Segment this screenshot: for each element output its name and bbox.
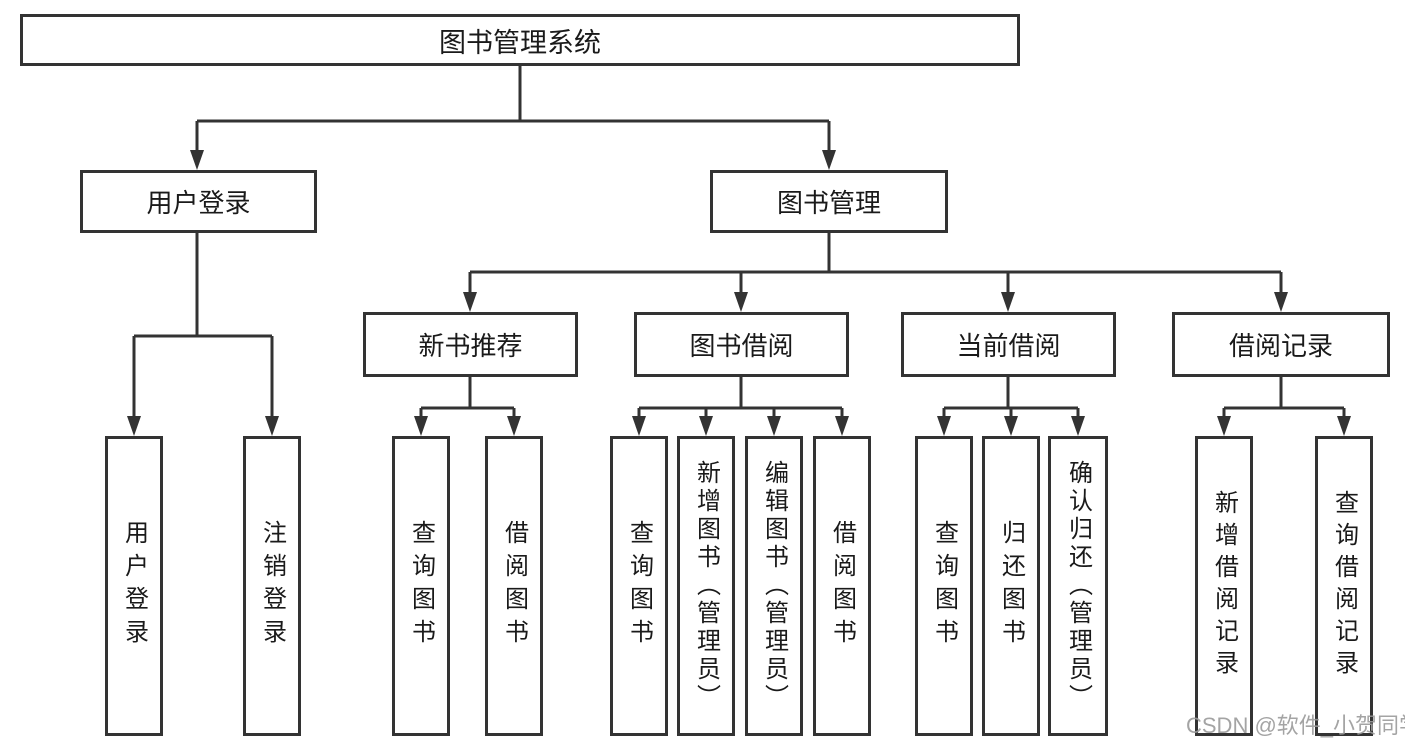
leaf-query-books-borrow: 查询图书	[610, 436, 668, 736]
node-label: 新书推荐	[418, 331, 523, 361]
leaf-label: 查询图书	[407, 520, 435, 652]
leaf-label: 新增图书（管理员）	[692, 460, 720, 712]
leaf-query-borrow-record: 查询借阅记录	[1315, 436, 1373, 736]
node-label: 借阅记录	[1228, 331, 1333, 361]
leaf-borrow-books: 借阅图书	[813, 436, 871, 736]
node-label: 用户登录	[146, 188, 251, 218]
leaf-query-books-current: 查询图书	[915, 436, 973, 736]
node-book-borrow: 图书借阅	[634, 312, 849, 377]
leaf-add-borrow-record: 新增借阅记录	[1195, 436, 1253, 736]
leaf-label: 新增借阅记录	[1210, 490, 1238, 682]
node-book-management: 图书管理	[710, 170, 948, 233]
leaf-borrow-books-recommend: 借阅图书	[485, 436, 543, 736]
arrowheads	[127, 150, 1351, 436]
node-label: 当前借阅	[956, 331, 1061, 361]
leaf-return-book: 归还图书	[982, 436, 1040, 736]
node-borrow-records: 借阅记录	[1172, 312, 1390, 377]
leaf-label: 确认归还（管理员）	[1064, 460, 1092, 712]
leaf-label: 查询图书	[930, 520, 958, 652]
leaf-query-books-recommend: 查询图书	[392, 436, 450, 736]
leaf-edit-book-admin: 编辑图书（管理员）	[745, 436, 803, 736]
leaf-logout: 注销登录	[243, 436, 301, 736]
node-label: 图书管理	[776, 188, 881, 218]
node-current-borrow: 当前借阅	[901, 312, 1116, 377]
leaf-label: 查询图书	[625, 520, 653, 652]
leaf-label: 归还图书	[997, 520, 1025, 652]
node-label: 图书借阅	[689, 331, 794, 361]
leaf-label: 借阅图书	[500, 520, 528, 652]
leaf-confirm-return-admin: 确认归还（管理员）	[1048, 436, 1108, 736]
leaf-label: 借阅图书	[828, 520, 856, 652]
leaf-add-book-admin: 新增图书（管理员）	[677, 436, 735, 736]
leaf-user-login: 用户登录	[105, 436, 163, 736]
leaf-label: 查询借阅记录	[1330, 490, 1358, 682]
node-user-login: 用户登录	[80, 170, 317, 233]
node-library-management-system: 图书管理系统	[20, 14, 1020, 66]
node-new-book-recommend: 新书推荐	[363, 312, 578, 377]
node-label: 图书管理系统	[439, 27, 601, 58]
leaf-label: 编辑图书（管理员）	[760, 460, 788, 712]
leaf-label: 用户登录	[120, 520, 148, 652]
leaf-label: 注销登录	[258, 520, 286, 652]
